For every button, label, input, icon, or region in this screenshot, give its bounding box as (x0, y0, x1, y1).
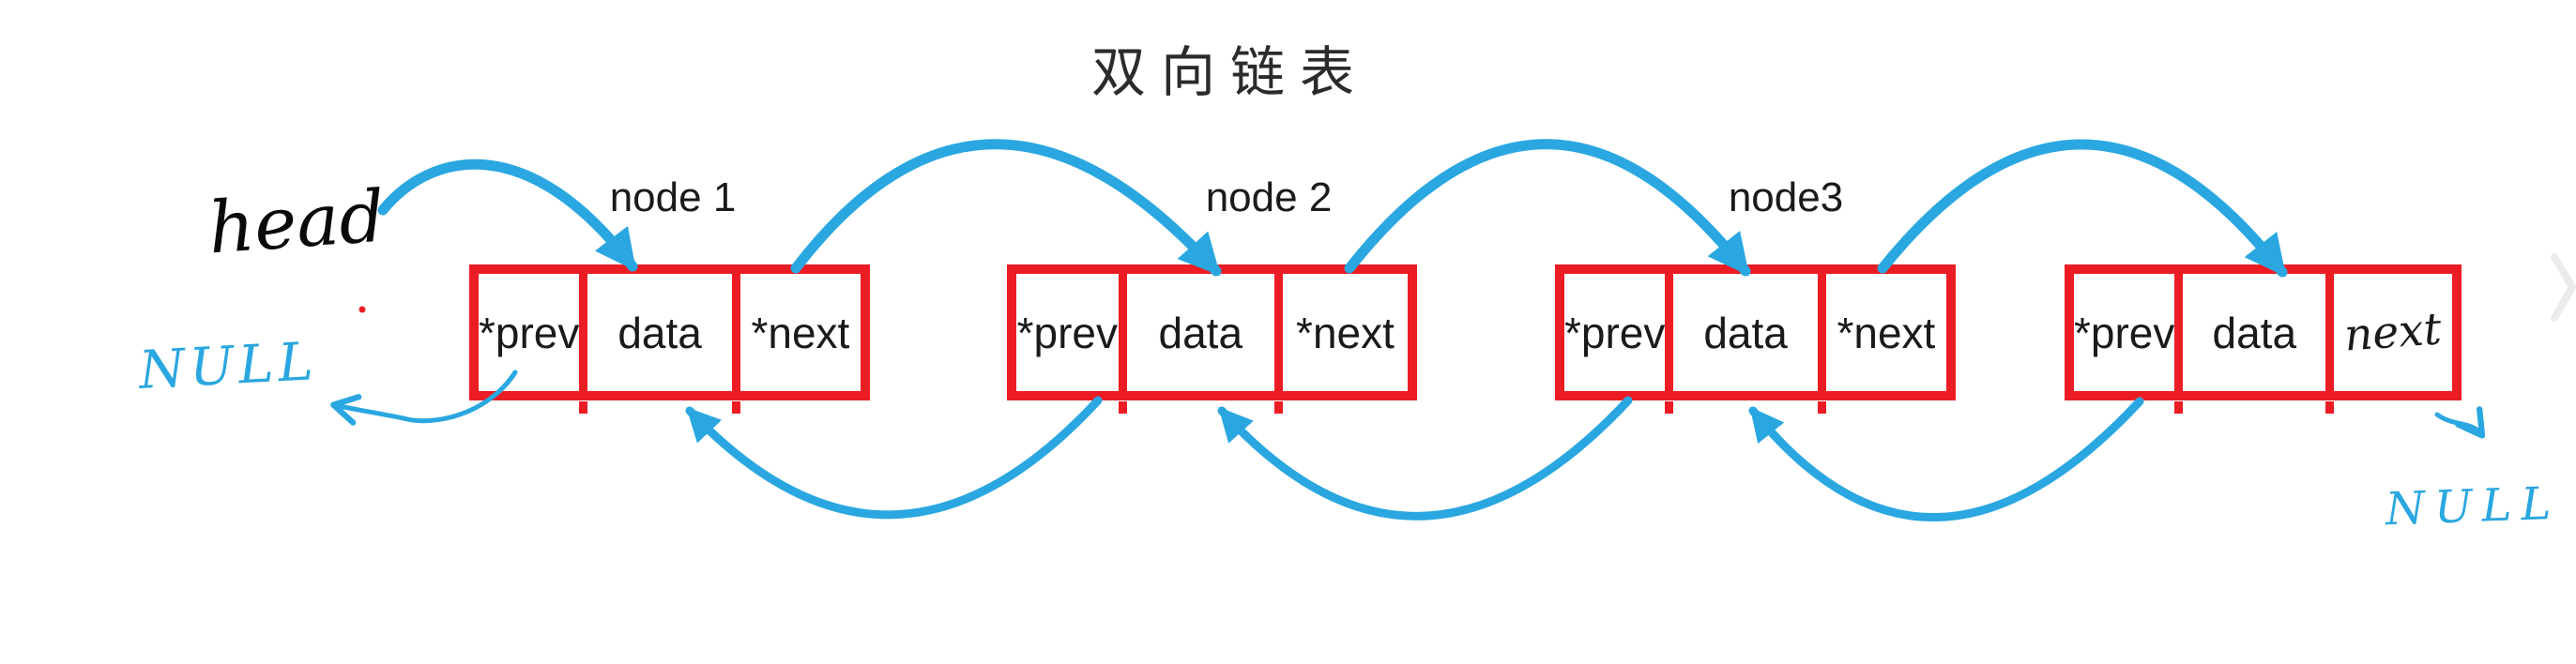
node1-next-cell: *next (740, 274, 861, 391)
arrow-node4-next-to-null (2434, 406, 2486, 439)
null-label-left: NULL (137, 331, 320, 401)
node4-box: *prev data next (2065, 264, 2462, 414)
arrow-head-to-node1 (377, 158, 638, 272)
node2-box: *prev data *next (1007, 264, 1417, 414)
node4-prev-cell: *prev (2074, 274, 2184, 414)
diagram-title: 双向链表 (1091, 42, 1370, 103)
arrow-node2-to-node3 (1344, 139, 1751, 277)
next-pointer-label: *next (1296, 308, 1395, 357)
node3-data-cell: data (1673, 274, 1827, 414)
next-pointer-label: *next (751, 308, 850, 357)
node3-prev-cell: *prev (1564, 274, 1674, 414)
prev-pointer-label: *prev (1564, 308, 1666, 357)
node2-next-cell: *next (1283, 274, 1408, 391)
node1-prev-cell: *prev (479, 274, 588, 414)
node1-data-cell: data (587, 274, 741, 414)
node3-box: *prev data *next (1555, 264, 1956, 414)
prev-pointer-label: *prev (2074, 308, 2175, 357)
arrow-node3-to-node4 (1877, 139, 2288, 278)
arrow-node2-to-node1-prev (685, 396, 1103, 520)
node3-next-cell: *next (1826, 274, 1946, 391)
node1-box: *prev data *next (469, 264, 870, 414)
null-label-right: NULL (2385, 476, 2562, 536)
data-field-label: data (1158, 308, 1243, 357)
prev-pointer-label: *prev (479, 308, 580, 357)
node2-label: node 2 (1205, 174, 1333, 220)
node2-data-cell: data (1127, 274, 1284, 414)
node4-next-cell: next (2334, 274, 2452, 391)
data-field-label: data (617, 308, 702, 357)
prev-pointer-label: *prev (1016, 308, 1118, 357)
next-pointer-handwritten-label: next (2342, 303, 2444, 362)
node3-label: node3 (1728, 174, 1844, 220)
arrow-node1-to-node2 (790, 139, 1222, 277)
next-pointer-label: *next (1837, 308, 1936, 357)
arrow-node4-to-node3-prev (1748, 397, 2144, 521)
red-pen-dot (358, 306, 366, 313)
node2-prev-cell: *prev (1016, 274, 1127, 414)
arrow-node3-to-node2-prev (1217, 396, 1633, 521)
next-image-chevron-icon[interactable] (2551, 253, 2576, 322)
data-field-label: data (2212, 308, 2297, 357)
node1-label: node 1 (609, 174, 737, 220)
head-pointer-label: head (206, 174, 388, 270)
node4-data-cell: data (2183, 274, 2335, 414)
data-field-label: data (1703, 308, 1788, 357)
